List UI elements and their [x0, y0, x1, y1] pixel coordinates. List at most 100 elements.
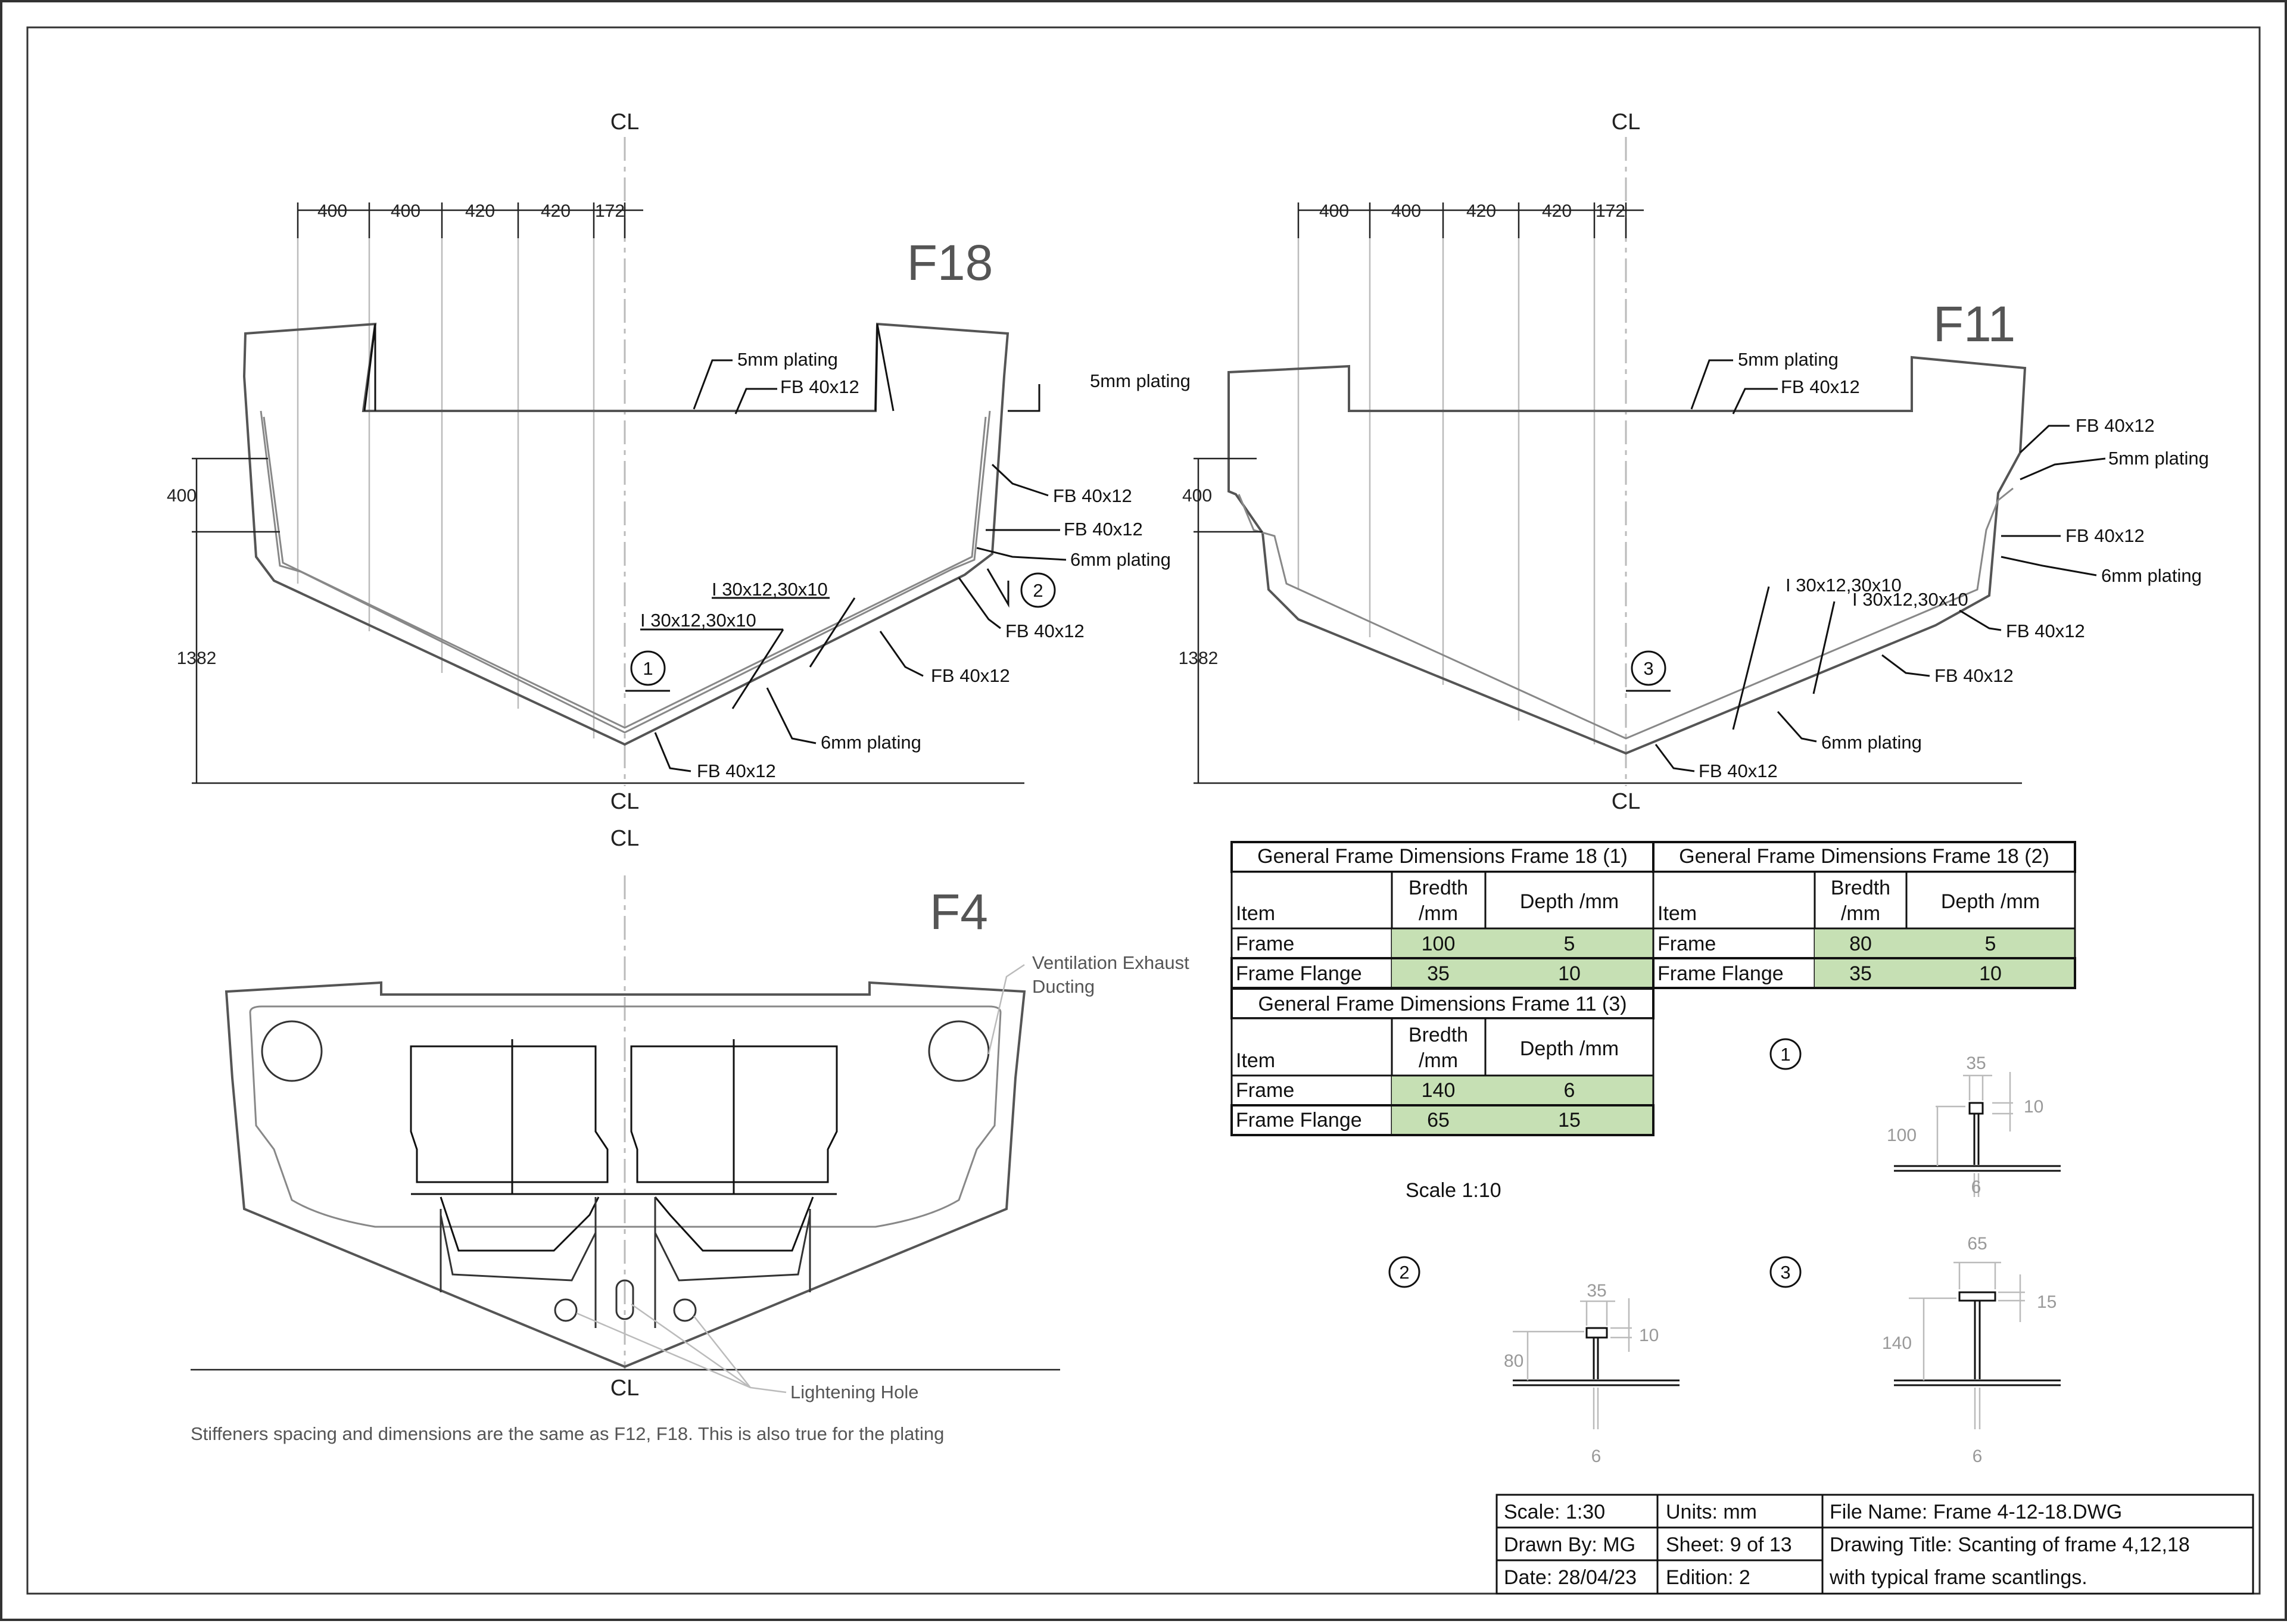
- f11-title: F11: [1933, 296, 2016, 352]
- detail-scale-label: Scale 1:10: [1406, 1179, 1501, 1202]
- f18-stiffener-lines: [297, 238, 595, 738]
- f11-label-i-beam-2: I 30x12,30x10: [1852, 589, 1968, 610]
- title-block: Scale: 1:30 Units: mm File Name: Frame 4…: [1495, 1494, 2254, 1595]
- detail-2: 2 35 10 80 6: [1388, 1256, 1680, 1466]
- detail-3-flange: 65: [1967, 1234, 1987, 1254]
- table-f18-1-row-2-bredth: 35: [1427, 962, 1450, 985]
- f11-cl-bottom: CL: [1612, 789, 1641, 814]
- f18-dim-5: 172: [595, 201, 625, 221]
- f4-cl-top: CL: [610, 826, 640, 851]
- f4-title: F4: [930, 884, 988, 940]
- f11-dim-2: 400: [1391, 201, 1421, 221]
- f18-label-fb-3: FB 40x12: [1005, 621, 1085, 641]
- f4-engine-right: [630, 1045, 838, 1183]
- table-f18-1-header-depth: Depth /mm: [1520, 890, 1619, 913]
- title-block-date: Date: 28/04/23: [1504, 1566, 1637, 1589]
- f18-dim-2: 400: [391, 201, 420, 221]
- title-block-title-2: with typical frame scantlings.: [1829, 1566, 2087, 1589]
- table-f18-2-header-depth: Depth /mm: [1941, 890, 2040, 913]
- table-f11-3-row-2-bredth: 65: [1427, 1109, 1450, 1131]
- table-f18-2-row-1-bredth: 80: [1849, 933, 1872, 955]
- f18-label-fb-5: FB 40x12: [697, 760, 776, 781]
- title-block-edition: Edition: 2: [1666, 1566, 1750, 1589]
- f18-dim-left-2: 1382: [177, 649, 217, 668]
- f18-dim-ticks: [297, 202, 626, 238]
- f18-dim-1: 400: [317, 201, 347, 221]
- detail-2-flange-t: 10: [1639, 1326, 1659, 1345]
- f18-title: F18: [907, 235, 993, 291]
- table-f11-3-row-2-item: Frame Flange: [1236, 1109, 1362, 1131]
- table-f11-3-header-bredth: Bredth: [1409, 1024, 1468, 1046]
- f18-label-5mm-side: 5mm plating: [1090, 370, 1191, 391]
- f18-dim-3: 420: [465, 201, 495, 221]
- f11-label-fb-1: FB 40x12: [2076, 415, 2155, 436]
- table-f18-2-title: General Frame Dimensions Frame 18 (2): [1679, 845, 2049, 868]
- table-f11-3-row-1-item: Frame: [1236, 1079, 1294, 1102]
- f4-note: Stiffeners spacing and dimensions are th…: [191, 1423, 944, 1444]
- f11-stiffener-lines: [1297, 238, 1596, 744]
- f18-label-6mm-bottom: 6mm plating: [821, 732, 921, 753]
- svg-text:/mm: /mm: [1841, 902, 1880, 925]
- table-f18-2-row-1-depth: 5: [1985, 933, 1996, 955]
- table-f11-3-row-2-depth: 15: [1558, 1109, 1581, 1131]
- f18-label-i-beam-1: I 30x12,30x10: [712, 579, 828, 600]
- f4-cl-bottom: CL: [610, 1376, 640, 1401]
- table-f18-2-row-1-item: Frame: [1657, 933, 1716, 955]
- detail-2-web: 80: [1504, 1351, 1523, 1371]
- f18-label-fb-4: FB 40x12: [931, 665, 1010, 686]
- f11-label-fb-2: FB 40x12: [2065, 525, 2145, 546]
- detail-2-flange: 35: [1587, 1281, 1606, 1301]
- title-block-file: File Name: Frame 4-12-18.DWG: [1830, 1501, 2122, 1523]
- f4-duct-left: [261, 1020, 323, 1082]
- f18-left-step: [363, 323, 376, 412]
- detail-3-flange-t: 15: [2037, 1292, 2057, 1312]
- f18-hull-plating: [260, 410, 991, 734]
- title-block-title-1: Drawing Title: Scanting of frame 4,12,18: [1830, 1533, 2190, 1556]
- table-f18-2-row-2-depth: 10: [1979, 962, 2002, 985]
- title-block-scale: Scale: 1:30: [1504, 1501, 1605, 1523]
- f11-label-fb-4: FB 40x12: [1934, 665, 2014, 686]
- f18-hull-outer: [242, 322, 1009, 746]
- detail-1: 1 35 10 100 6: [1769, 1038, 2061, 1197]
- f18-label-fb-2: FB 40x12: [1064, 519, 1143, 540]
- f11-dim-left-1: 400: [1182, 486, 1212, 506]
- f11-label-5mm-deck: 5mm plating: [1738, 349, 1839, 370]
- detail-3-marker: [1769, 1256, 1802, 1288]
- table-f18-2-header-item: Item: [1657, 902, 1697, 925]
- f11-marker-3: [1631, 650, 1666, 686]
- table-f18-1: General Frame Dimensions Frame 18 (1) It…: [1230, 841, 1655, 989]
- detail-1-flange-t: 10: [2024, 1097, 2043, 1117]
- f11-dim-left-2: 1382: [1179, 649, 1219, 668]
- svg-text:1: 1: [1780, 1044, 1790, 1065]
- detail-2-marker: [1388, 1256, 1420, 1288]
- f18-label-5mm-deck: 5mm plating: [737, 349, 838, 370]
- table-f11-3-header-depth: Depth /mm: [1520, 1037, 1619, 1060]
- table-f18-2: General Frame Dimensions Frame 18 (2) It…: [1652, 841, 2076, 989]
- table-f18-1-row-1-bredth: 100: [1422, 933, 1456, 955]
- f18-marker-1-text: 1: [643, 658, 653, 679]
- f18-label-fb-deck: FB 40x12: [780, 376, 859, 397]
- detail-3-web-t: 6: [1973, 1447, 1983, 1466]
- f4-duct-right: [928, 1020, 990, 1082]
- f11-label-i-beam-1: I 30x12,30x10: [1786, 575, 1902, 596]
- detail-3: 3 65 15 140 6: [1769, 1234, 2061, 1466]
- f11-label-fb-3: FB 40x12: [2006, 621, 2085, 641]
- f11-hull-outer: [1227, 356, 2027, 755]
- f18-marker-2-text: 2: [1033, 580, 1043, 601]
- f18-dim-4: 420: [541, 201, 571, 221]
- table-f11-3-title: General Frame Dimensions Frame 11 (3): [1258, 993, 1627, 1015]
- svg-text:3: 3: [1780, 1262, 1790, 1283]
- f4-view: CL CL F4 Lightening Hole Ventilation Exh…: [191, 826, 1189, 1444]
- table-f18-2-row-2-item: Frame Flange: [1657, 962, 1784, 985]
- f11-cl-top: CL: [1612, 110, 1641, 135]
- f18-dim-left-1: 400: [167, 486, 197, 506]
- detail-2-web-t: 6: [1591, 1447, 1601, 1466]
- table-f18-1-row-1-item: Frame: [1236, 933, 1294, 955]
- detail-1-marker: [1769, 1038, 1802, 1070]
- table-f18-1-row-1-depth: 5: [1564, 933, 1575, 955]
- table-f11-3-row-1-bredth: 140: [1422, 1079, 1456, 1102]
- table-f11-3: General Frame Dimensions Frame 11 (3) It…: [1230, 987, 1655, 1136]
